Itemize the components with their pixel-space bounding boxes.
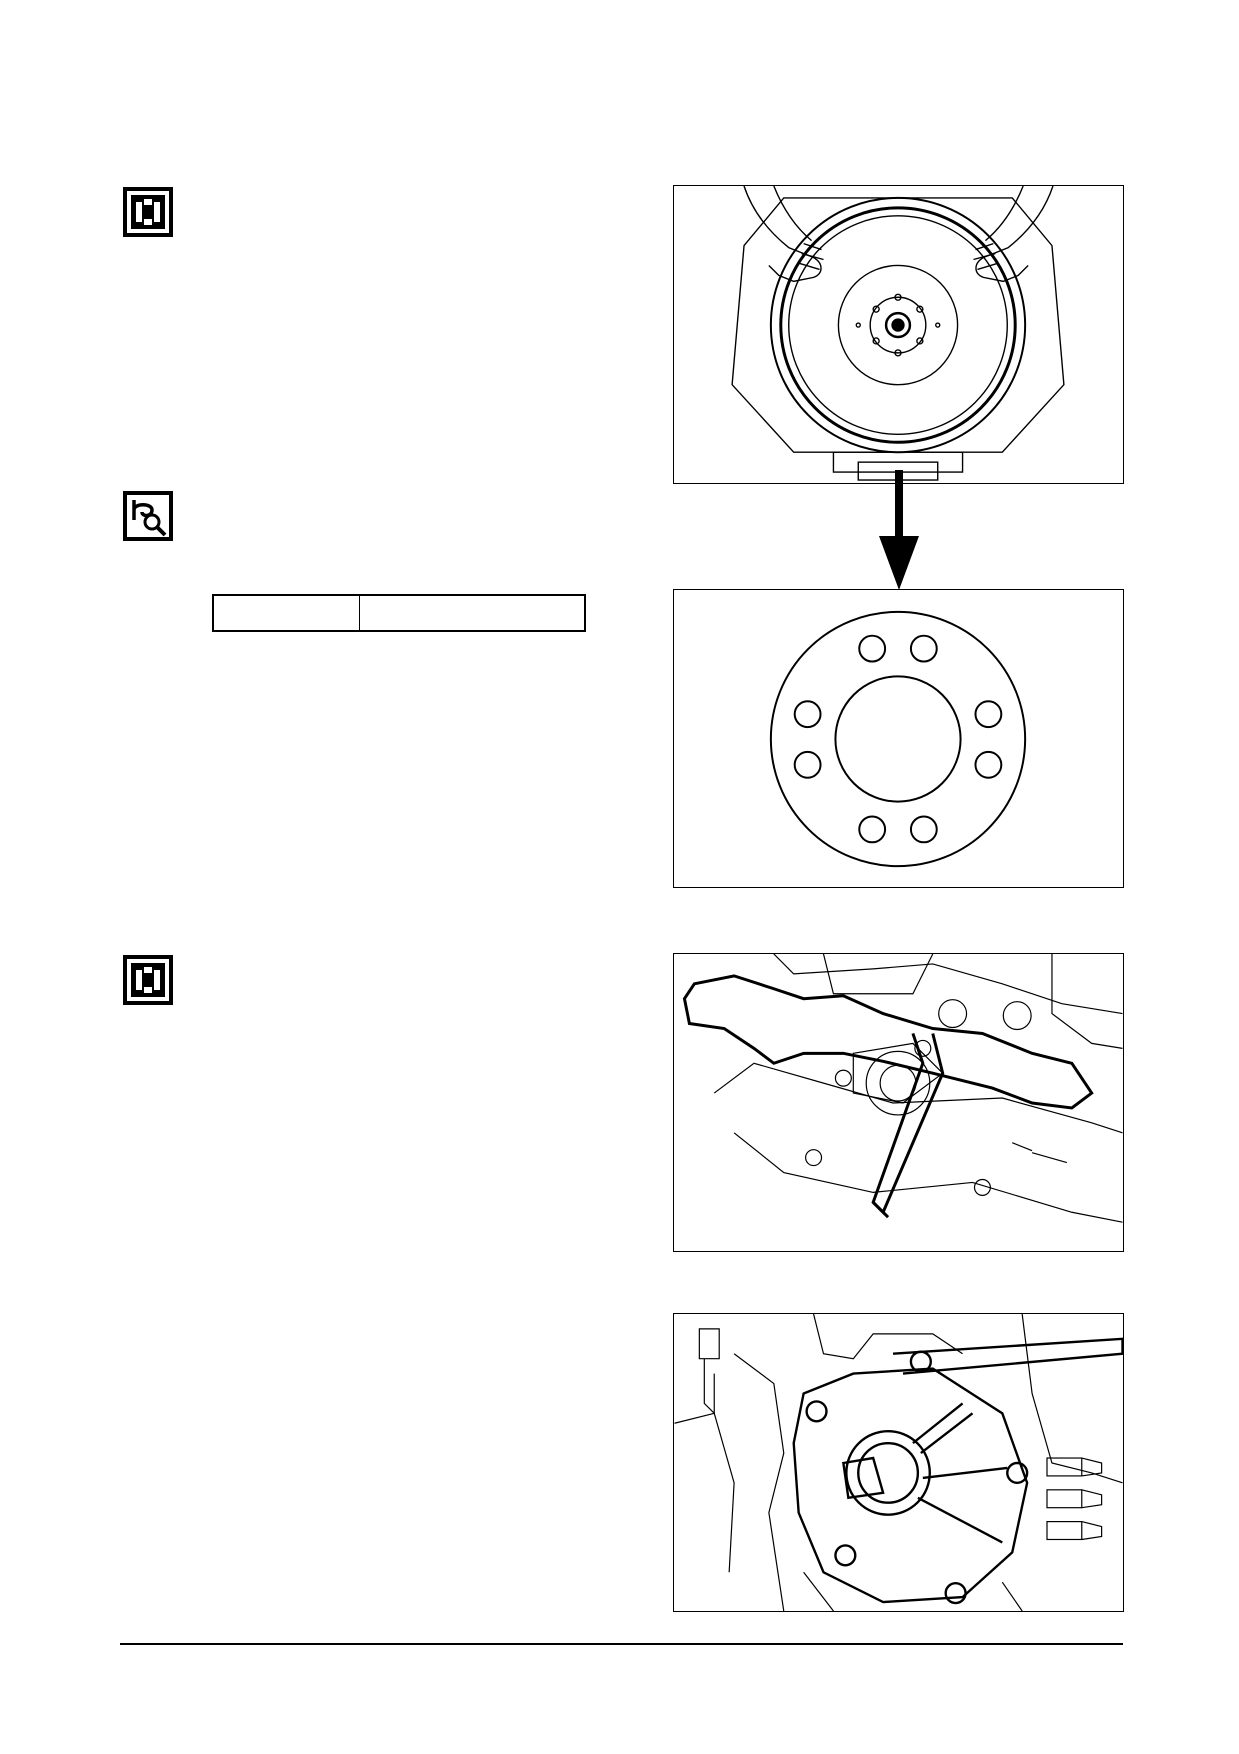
bolt-pattern-diagram: [769, 610, 1027, 868]
footer-divider: [120, 1643, 1123, 1645]
flywheel-illustration: [731, 186, 1065, 481]
engine-lifting-bracket-figure: [673, 953, 1124, 1252]
spec-table-cell: [360, 596, 584, 630]
lifting-bracket-illustration: [682, 954, 1123, 1223]
inspection-icon: [122, 490, 174, 542]
down-arrow-icon: [879, 470, 919, 590]
flywheel-bolt-pattern-figure: [673, 589, 1124, 888]
flywheel-removal-figure: [673, 185, 1124, 484]
spec-table-cell: [214, 596, 360, 630]
spec-table: [212, 594, 586, 632]
disassembly-icon: [122, 186, 174, 238]
housing-cover-illustration: [674, 1314, 1123, 1611]
disassembly-icon: [122, 954, 174, 1006]
housing-cover-bolts-figure: [673, 1313, 1124, 1612]
